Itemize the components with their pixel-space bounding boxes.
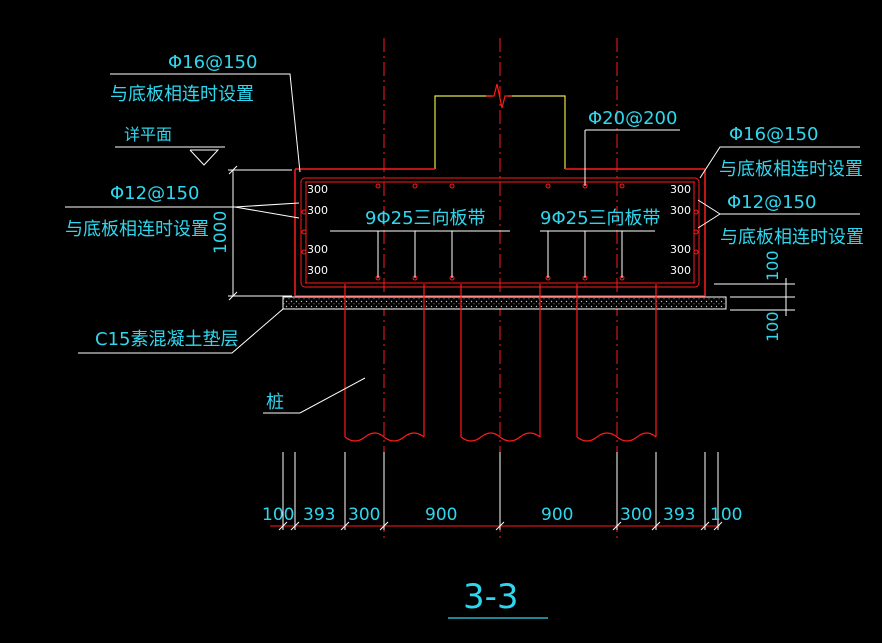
leader-lines	[65, 73, 860, 414]
height-dimension	[228, 165, 292, 301]
dimension-label: 300	[620, 505, 652, 525]
label-right-top-rebar: Φ16@150	[729, 124, 818, 145]
label-cushion-thk-top: 100	[763, 250, 782, 281]
label-band-right: 9Φ25三向板带	[540, 208, 661, 229]
dimension-label: 393	[663, 505, 695, 525]
cushion-layer	[282, 296, 727, 310]
dimension-label: 300	[348, 505, 380, 525]
label-cushion: C15素混凝土垫层	[95, 329, 238, 350]
label-left-mid-rebar: Φ12@150	[110, 183, 199, 204]
dimension-label: 100	[262, 505, 294, 525]
label-top-left-note: 与底板相连时设置	[110, 84, 254, 105]
spacing-label: 300	[307, 204, 328, 217]
spacing-label: 300	[670, 264, 691, 277]
label-band-left: 9Φ25三向板带	[365, 208, 486, 229]
break-symbol	[486, 83, 512, 109]
bottom-dimension-labels: 100 393 300 900 900 300 393 100	[262, 505, 742, 525]
dimension-label: 900	[425, 505, 457, 525]
pile-2	[460, 284, 541, 442]
inner-spacing-labels: 300 300 300 300 300 300 300 300	[307, 183, 691, 277]
pile-1	[344, 284, 425, 442]
dimension-label: 100	[710, 505, 742, 525]
cushion-dimension	[714, 278, 795, 316]
spacing-label: 300	[670, 204, 691, 217]
section-title: 3-3	[463, 577, 519, 617]
label-elevation-note: 详平面	[124, 125, 172, 144]
rebar-dots	[301, 183, 699, 281]
annotations: Φ16@150 与底板相连时设置 详平面 Φ12@150 与底板相连时设置 Φ2…	[65, 52, 864, 413]
label-cushion-thk-bottom: 100	[763, 311, 782, 342]
label-left-mid-note: 与底板相连时设置	[65, 219, 209, 240]
pile-3	[576, 284, 657, 442]
bottom-dimension-chain	[270, 452, 723, 531]
dimension-label: 393	[303, 505, 335, 525]
label-top-center-rebar: Φ20@200	[588, 108, 677, 129]
label-right-mid-note: 与底板相连时设置	[720, 227, 864, 248]
spacing-label: 300	[307, 264, 328, 277]
spacing-label: 300	[670, 183, 691, 196]
label-height: 1000	[211, 211, 231, 254]
label-top-left-rebar: Φ16@150	[168, 52, 257, 73]
piles	[344, 284, 657, 442]
label-pile: 桩	[266, 392, 284, 413]
dimension-label: 900	[541, 505, 573, 525]
spacing-label: 300	[307, 243, 328, 256]
spacing-label: 300	[670, 243, 691, 256]
pile-cap	[294, 168, 706, 297]
spacing-label: 300	[307, 183, 328, 196]
label-right-mid-rebar: Φ12@150	[727, 192, 816, 213]
column-outline	[434, 95, 566, 169]
label-right-top-note: 与底板相连时设置	[719, 159, 863, 180]
